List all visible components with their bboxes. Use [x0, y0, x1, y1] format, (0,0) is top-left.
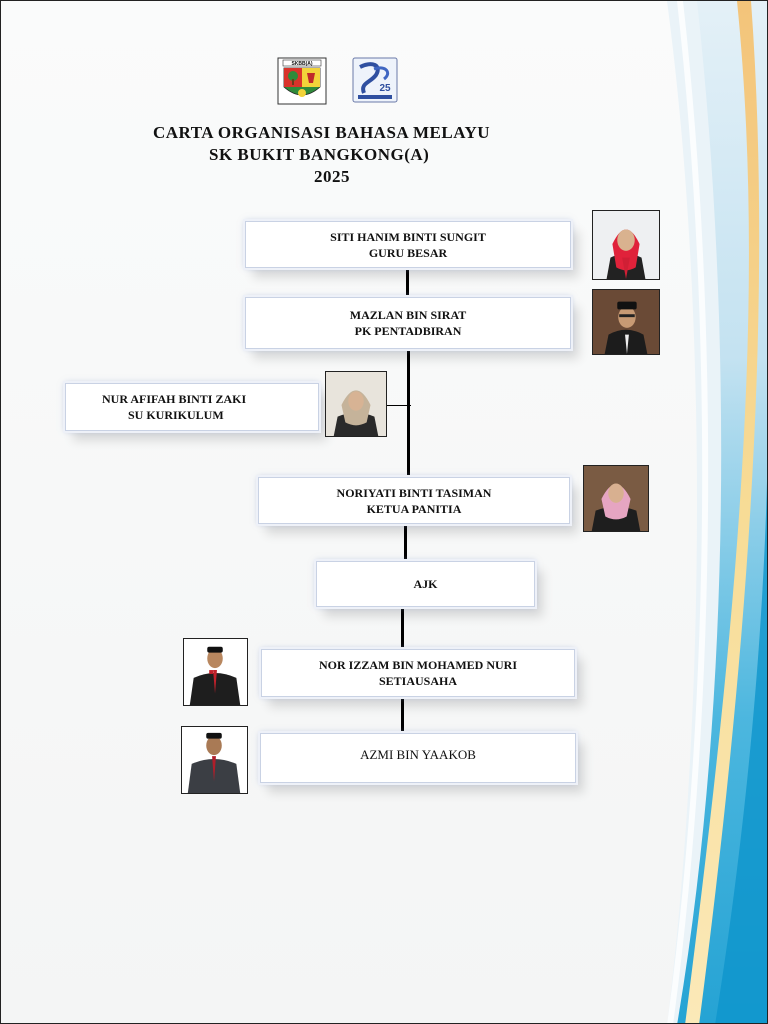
portrait-photo	[583, 465, 649, 532]
portrait-photo	[592, 289, 660, 355]
portrait-photo	[592, 210, 660, 280]
connector-line	[407, 349, 410, 477]
member-name: AJK	[413, 577, 438, 591]
portrait-photo	[181, 726, 248, 794]
member-name: NUR AFIFAH BINTI ZAKI	[102, 392, 247, 406]
member-name: MAZLAN BIN SIRAT	[349, 308, 467, 322]
connector-line	[404, 523, 407, 561]
school-crest-logo: SKBB(A)	[277, 57, 327, 105]
member-name: SITI HANIM BINTI SUNGIT	[330, 229, 486, 244]
member-box-ajk: AJK	[316, 561, 535, 607]
connector-line	[401, 697, 404, 733]
member-box-ajk-member: AZMI BIN YAAKOB	[260, 733, 576, 783]
member-box-su-kurikulum: NUR AFIFAH BINTI ZAKI SU KURIKULUM	[65, 383, 319, 431]
connector-line	[406, 267, 409, 297]
member-box-guru-besar: SITI HANIM BINTI SUNGIT GURU BESAR	[245, 221, 571, 268]
anniversary-logo-text: 25	[379, 83, 391, 94]
connector-line	[401, 607, 404, 649]
member-role: GURU BESAR	[368, 245, 448, 260]
member-name: NOR IZZAM BIN MOHAMED NURI	[319, 658, 517, 672]
member-box-setiausaha: NOR IZZAM BIN MOHAMED NURI SETIAUSAHA	[261, 649, 575, 697]
connector-line	[387, 405, 411, 406]
decorative-swoosh	[667, 1, 767, 1023]
member-role: PK PENTADBIRAN	[354, 324, 462, 338]
portrait-photo	[183, 638, 248, 706]
member-name: AZMI BIN YAAKOB	[360, 747, 476, 762]
member-role: KETUA PANITIA	[366, 501, 462, 516]
member-name: NORIYATI BINTI TASIMAN	[336, 485, 492, 500]
chart-title-line2: SK BUKIT BANGKONG(A)	[209, 145, 430, 164]
member-role: SU KURIKULUM	[128, 408, 224, 422]
member-box-pk-pentadbiran: MAZLAN BIN SIRAT PK PENTADBIRAN	[245, 297, 571, 349]
portrait-photo	[325, 371, 387, 437]
chart-title-line1: CARTA ORGANISASI BAHASA MELAYU	[153, 123, 490, 142]
member-box-ketua-panitia: NORIYATI BINTI TASIMAN KETUA PANITIA	[258, 477, 570, 524]
chart-title-year: 2025	[314, 167, 350, 186]
member-role: SETIAUSAHA	[378, 674, 458, 688]
anniversary-logo: 25	[352, 57, 398, 103]
school-logo-text: SKBB(A)	[291, 61, 312, 67]
